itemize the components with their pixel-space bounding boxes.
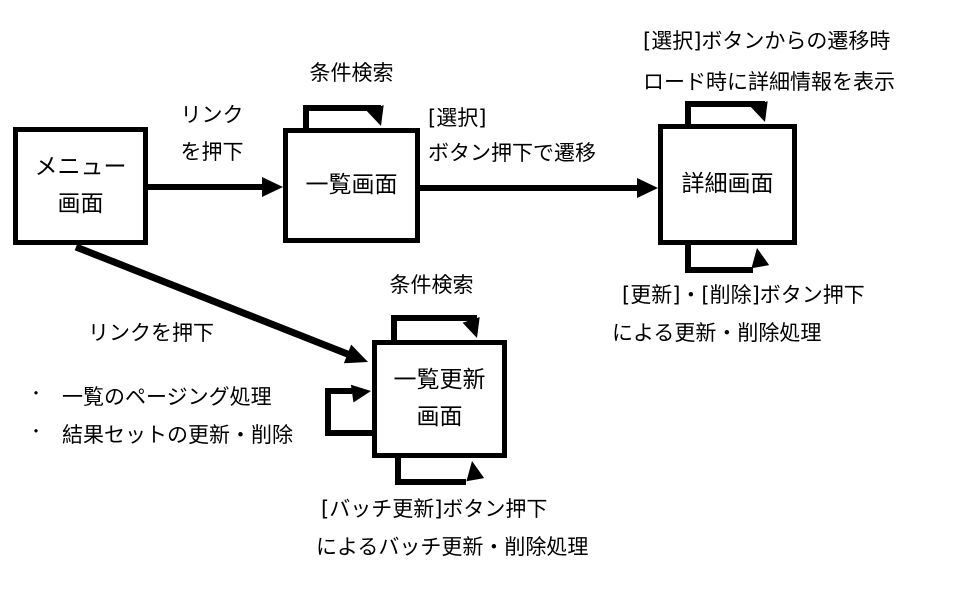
loop-list-update-screen-top (391, 315, 480, 341)
list-update-screen-label-line2: 画面 (416, 404, 463, 430)
edge-label-list-to-detail: [選択] ボタン押下で遷移 (428, 101, 596, 171)
list-screen-box: 一覧画面 (283, 128, 420, 243)
annotation-detail-top-line2: ロード時に詳細情報を表示 (643, 70, 895, 94)
bullet-text: 一覧のページング処理 (62, 385, 272, 409)
menu-screen-label-line2: 画面 (57, 191, 104, 217)
list-update-screen-label-line1: 一覧更新 (393, 367, 486, 393)
bullet-item: ・ 一覧のページング処理 (24, 381, 293, 419)
bullet-item: ・ 結果セットの更新・削除 (24, 419, 293, 457)
loop-list-update-screen-left (325, 384, 375, 436)
edge-label-menu-to-list-line1: リンク (180, 103, 244, 127)
bullet-text: 結果セットの更新・削除 (62, 423, 293, 447)
loop-list-update-screen-bottom (395, 457, 485, 485)
loop-list-screen-top (303, 105, 384, 129)
annotation-detail-top-line1: [選択]ボタンからの遷移時 (643, 29, 891, 53)
arrow-menu-to-list-update (74, 243, 368, 364)
detail-screen-label: 詳細画面 (681, 171, 774, 197)
list-screen-label: 一覧画面 (305, 172, 398, 198)
arrow-menu-to-list (148, 177, 283, 197)
detail-screen-box: 詳細画面 (658, 124, 797, 245)
loop-detail-screen-bottom (685, 244, 770, 273)
edge-label-list-to-detail-line2: ボタン押下で遷移 (428, 141, 596, 165)
arrow-list-to-detail (420, 178, 658, 198)
list-update-screen-box: 一覧更新 画面 (372, 340, 507, 458)
edge-label-menu-to-list: リンク を押下 (147, 97, 277, 171)
edge-label-menu-to-list-update: リンクを押下 (88, 321, 214, 345)
menu-screen-label-line1: メニュー (34, 154, 127, 180)
menu-screen-box: メニュー 画面 (13, 127, 148, 245)
edge-label-menu-to-list-line2: を押下 (180, 140, 244, 164)
annotation-list-update-bottom-line1: [バッチ更新]ボタン押下 (321, 497, 548, 521)
annotation-detail-top: [選択]ボタンからの遷移時 ロード時に詳細情報を表示 (643, 21, 895, 103)
loop-detail-screen-top (685, 101, 768, 125)
annotation-detail-bottom-line1: [更新]・[削除]ボタン押下 (622, 283, 865, 307)
annotation-detail-bottom-line2: による更新・削除処理 (612, 321, 822, 345)
annotation-list-update-bottom-line2: によるバッチ更新・削除処理 (316, 535, 589, 559)
bullet-list: ・ 一覧のページング処理 ・ 結果セットの更新・削除 (24, 381, 293, 457)
edge-label-list-to-detail-line1: [選択] (428, 106, 487, 130)
edge-label-list-self-loop: 条件検索 (309, 61, 394, 85)
bullet-marker: ・ (28, 384, 45, 403)
bullet-marker: ・ (28, 422, 45, 441)
edge-label-list-update-self-loop: 条件検索 (389, 273, 474, 297)
